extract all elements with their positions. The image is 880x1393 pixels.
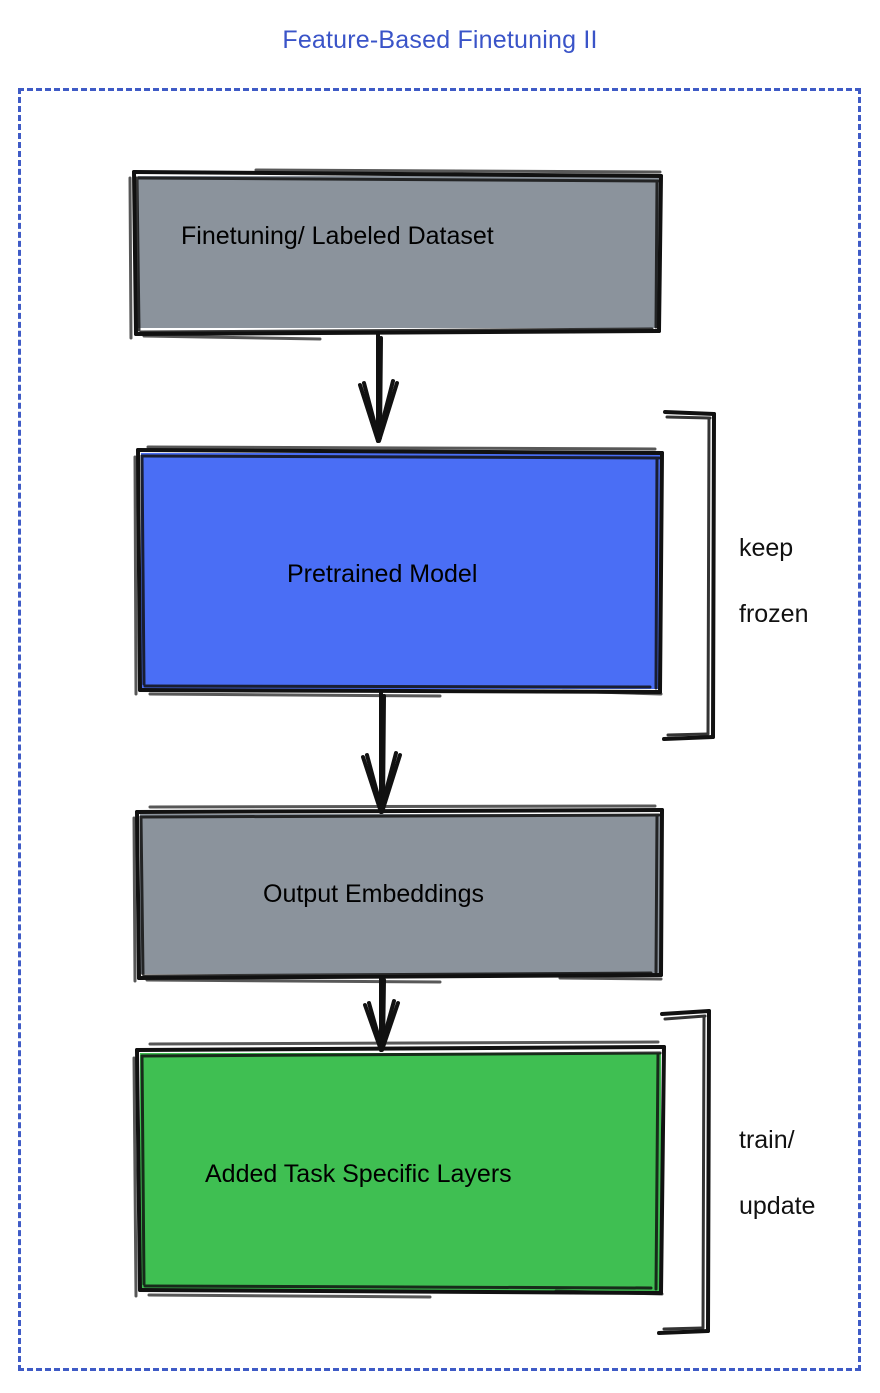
annotation-train-update-line-2: update (739, 1192, 816, 1220)
node-outline-dataset (132, 170, 663, 336)
annotation-train-update: train/ update (739, 1091, 815, 1256)
node-label-task-layers: Added Task Specific Layers (205, 1160, 512, 1188)
node-outline-task-layers-secondary (140, 1051, 662, 1291)
node-outline-embeddings-secondary (139, 813, 661, 978)
annotation-train-update-line-1: train/ (739, 1126, 795, 1154)
annotation-keep-frozen-line-1: keep (739, 534, 794, 562)
node-fill-pretrained (141, 453, 661, 689)
annotation-keep-frozen-line-2: frozen (739, 600, 809, 628)
node-outline-embeddings (135, 808, 664, 980)
arrow-dataset-to-pretrained (358, 332, 399, 443)
arrow-embeddings-to-task-layers (363, 976, 400, 1052)
node-outline-dataset-secondary (135, 176, 660, 334)
node-fill-embeddings (140, 814, 661, 974)
bracket-keep-frozen (662, 410, 716, 741)
node-label-pretrained: Pretrained Model (287, 560, 478, 588)
annotation-keep-frozen: keep frozen (739, 499, 808, 664)
node-fill-dataset (138, 176, 660, 328)
page-title: Feature-Based Finetuning II (282, 26, 598, 54)
node-label-dataset: Finetuning/ Labeled Dataset (181, 222, 494, 250)
node-fill-task-layers (140, 1053, 661, 1291)
node-outline-pretrained-secondary (140, 454, 661, 690)
node-label-embeddings: Output Embeddings (263, 880, 484, 908)
arrow-pretrained-to-embeddings (361, 690, 402, 814)
bracket-train-update (657, 1009, 711, 1335)
